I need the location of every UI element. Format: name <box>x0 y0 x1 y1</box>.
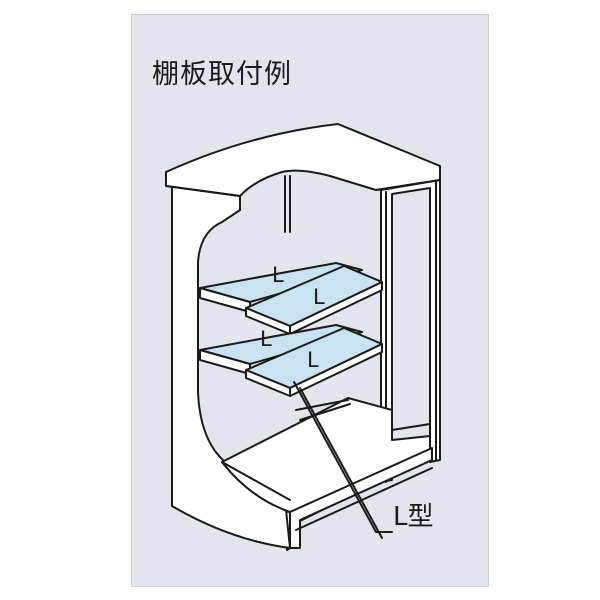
diagram-title: 棚板取付例 <box>152 59 292 90</box>
shelf-label-lower-front: L <box>307 348 319 372</box>
callout-leader-line-2 <box>299 387 383 539</box>
upper-shelf-front-side <box>289 281 383 335</box>
cabinet-top-board <box>165 123 441 197</box>
shelf-support-lines <box>295 399 351 421</box>
cabinet-floor-inner-edge <box>221 461 291 501</box>
shelf-label-lower-back: L <box>260 327 272 351</box>
shelf-label-upper-front: L <box>313 285 325 309</box>
callout-label: L型 <box>393 502 434 532</box>
lower-shelf-front-side <box>289 343 383 397</box>
cabinet-floor <box>221 397 431 527</box>
cabinet-back-wall-line <box>284 175 291 233</box>
shelf-label-upper-back: L <box>272 263 284 287</box>
bottom-rail <box>289 447 433 549</box>
right-frame-lower-bar <box>391 423 431 431</box>
cabinet-top-front-edge <box>165 171 241 211</box>
callout-leader-line <box>293 381 393 533</box>
bottom-rail-line <box>295 467 433 531</box>
